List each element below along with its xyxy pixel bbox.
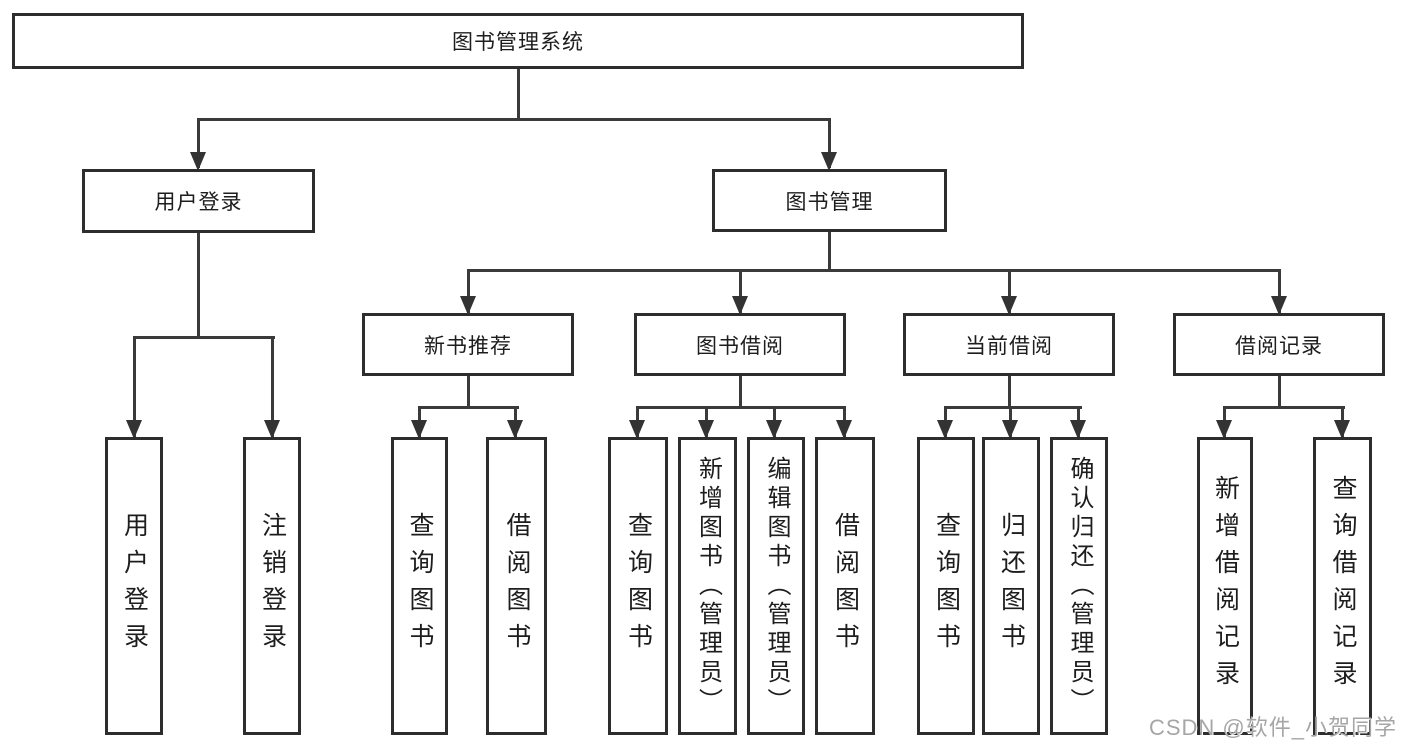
leaf-edit-books-admin: 编辑图书（管理员）: [747, 437, 805, 735]
leaf-logout-label: 注销登录: [258, 512, 287, 660]
leaf-edit-books-admin-label: 编辑图书（管理员）: [763, 455, 790, 717]
arrowhead-recd-leaf2: [1334, 420, 1350, 439]
leaf-add-books-admin-label: 新增图书（管理员）: [694, 455, 722, 717]
arrowhead-rec-leaf1: [411, 420, 427, 439]
connector-current-branch: [944, 406, 1082, 409]
arrowhead-bor-leaf3: [766, 420, 782, 439]
connector-login-stem: [197, 233, 200, 339]
connector-to-leaf-login: [133, 336, 136, 437]
arrowhead-leaf-login: [126, 420, 142, 439]
arrowhead-borrow: [732, 296, 748, 315]
leaf-borrow-books: 借阅图书: [815, 437, 875, 735]
node-new-book-recommend: 新书推荐: [362, 313, 574, 376]
node-book-management: 图书管理: [712, 169, 947, 232]
connector-borrow-branch: [636, 406, 846, 409]
node-borrow-records: 借阅记录: [1173, 313, 1385, 376]
csdn-watermark: CSDN @软件_小贺同学: [1148, 715, 1397, 740]
arrowhead-records: [1271, 296, 1287, 315]
arrowhead-recommend: [460, 296, 476, 315]
leaf-borrow-query-books: 查询图书: [608, 437, 668, 735]
leaf-confirm-return-admin-label: 确认归还（管理员）: [1066, 455, 1093, 717]
connector-root-stem: [517, 69, 520, 121]
connector-to-leaf-logout: [271, 336, 274, 437]
connector-recommend-stem: [467, 376, 470, 409]
arrowhead-recd-leaf1: [1216, 420, 1232, 439]
connector-records-stem: [1278, 376, 1281, 409]
leaf-recommend-borrow-books: 借阅图书: [486, 437, 547, 735]
arrowhead-bor-leaf4: [836, 420, 852, 439]
connector-to-recommend: [467, 269, 470, 313]
connector-current-stem: [1008, 376, 1011, 409]
connector-to-book-mgmt: [828, 118, 831, 168]
leaf-logout: 注销登录: [243, 437, 301, 735]
arrowhead-cur-leaf1: [937, 420, 953, 439]
leaf-add-borrow-record: 新增借阅记录: [1197, 437, 1253, 735]
arrowhead-rec-leaf2: [507, 420, 523, 439]
connector-records-branch: [1223, 406, 1345, 409]
connector-borrow-stem: [739, 376, 742, 409]
leaf-recommend-borrow-books-label: 借阅图书: [503, 512, 531, 660]
arrowhead-bor-leaf1: [629, 420, 645, 439]
node-book-borrow: 图书借阅: [634, 313, 846, 376]
node-root: 图书管理系统: [12, 13, 1024, 69]
leaf-confirm-return-admin: 确认归还（管理员）: [1050, 437, 1108, 735]
leaf-current-query-books: 查询图书: [917, 437, 975, 735]
leaf-user-login: 用户登录: [105, 437, 163, 735]
leaf-query-borrow-record-label: 查询借阅记录: [1329, 475, 1357, 697]
leaf-borrow-query-books-label: 查询图书: [624, 512, 653, 660]
leaf-recommend-query-books: 查询图书: [391, 437, 448, 735]
connector-to-borrow: [739, 269, 742, 313]
connector-level3-branch: [467, 269, 1281, 272]
connector-to-records: [1278, 269, 1281, 313]
leaf-user-login-label: 用户登录: [120, 512, 149, 660]
node-user-login: 用户登录: [82, 169, 315, 233]
leaf-return-books-label: 归还图书: [997, 512, 1026, 660]
connector-to-current: [1008, 269, 1011, 313]
arrowhead-leaf-logout: [264, 420, 280, 439]
arrowhead-cur-leaf2: [1002, 420, 1018, 439]
leaf-borrow-books-label: 借阅图书: [831, 512, 860, 660]
arrowhead-cur-leaf3: [1070, 420, 1086, 439]
connector-bookmgmt-stem: [828, 232, 831, 272]
arrowhead-current: [1001, 296, 1017, 315]
arrowhead-bor-leaf2: [698, 420, 714, 439]
node-current-borrow: 当前借阅: [903, 313, 1115, 376]
connector-to-user-login: [197, 118, 200, 168]
connector-recommend-branch: [418, 406, 519, 409]
leaf-query-borrow-record: 查询借阅记录: [1313, 437, 1372, 735]
leaf-return-books: 归还图书: [982, 437, 1040, 735]
leaf-add-borrow-record-label: 新增借阅记录: [1211, 475, 1240, 697]
connector-level2-branch: [197, 118, 831, 121]
leaf-current-query-books-label: 查询图书: [932, 512, 961, 660]
leaf-recommend-query-books-label: 查询图书: [406, 512, 434, 660]
arrowhead-user-login: [190, 152, 206, 171]
connector-login-branch: [133, 336, 275, 339]
leaf-add-books-admin: 新增图书（管理员）: [678, 437, 737, 735]
arrowhead-book-mgmt: [821, 152, 837, 171]
